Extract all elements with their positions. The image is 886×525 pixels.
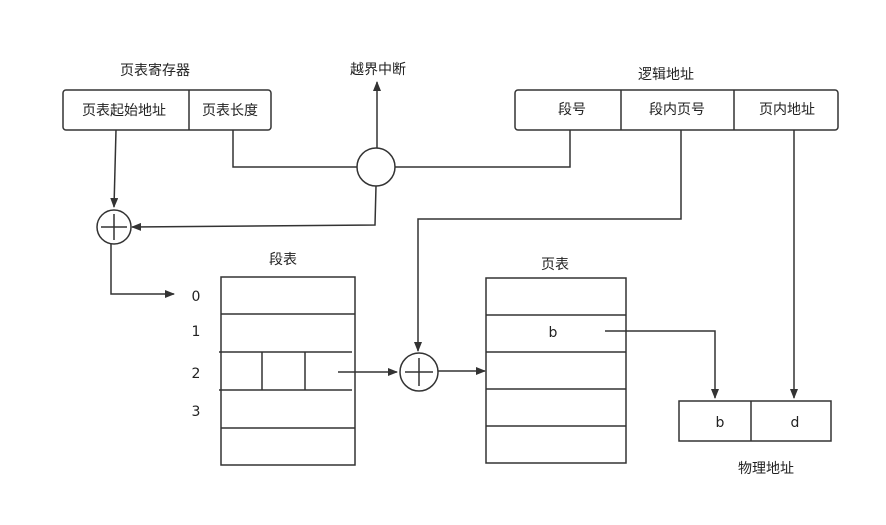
segment-row-label: 2 [192,366,201,382]
adder-to-segment-table-arrow [110,244,175,298]
segment-number-field: 段号 [558,102,586,118]
page-table-length-field: 页表长度 [202,103,258,119]
page-table-start-field: 页表起始地址 [82,103,166,119]
page-offset-field: 页内地址 [759,102,815,118]
page-in-segment-field: 段内页号 [649,102,705,118]
logical-address-title: 逻辑地址 [638,67,694,83]
page-table [485,277,627,464]
page-table-entry-b: b [549,325,558,341]
segment-table-title: 段表 [269,252,297,268]
physical-offset-field: d [791,415,800,431]
frame-to-physical-arrow [605,330,719,399]
physical-address-title: 物理地址 [738,461,794,477]
physical-frame-field: b [716,415,725,431]
comparator-to-adder-arrow [131,185,377,231]
start-to-adder-arrow [110,129,119,208]
comparator-circle [356,147,396,187]
length-to-comparator-line [232,130,357,168]
page-table-title: 页表 [541,257,569,273]
segment-to-comparator-line [395,130,571,168]
segment-table [220,276,356,466]
logical-address [514,89,839,131]
segment-row-label: 0 [192,289,201,305]
page-table-register [62,89,272,131]
overflow-interrupt-label: 越界中断 [350,62,406,78]
page-number-to-adder-arrow [414,130,682,352]
segment-row-label: 3 [192,404,201,420]
physical-address [678,400,832,442]
page-table-register-title: 页表寄存器 [120,62,190,79]
segment-row-label: 1 [192,324,201,340]
